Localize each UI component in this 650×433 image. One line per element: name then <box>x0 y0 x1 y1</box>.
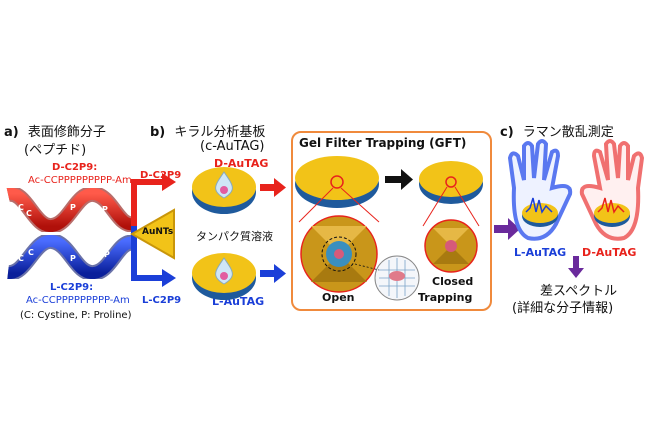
zoom-line <box>298 187 334 223</box>
open-facet <box>311 226 367 254</box>
open-trap-outline <box>321 236 357 272</box>
difference-spectrum-label: 差スペクトル <box>540 284 618 299</box>
panel-b-title: キラル分析基板 <box>174 125 266 140</box>
d-autag-result-label: D-AuTAG <box>582 246 637 259</box>
protein-solution-label: タンパク質溶液 <box>196 230 273 243</box>
detailed-info-label: (詳細な分子情報) <box>512 301 614 316</box>
panel-b-graphics <box>129 167 286 300</box>
panel-b-subtitle: (c-AuTAG) <box>200 139 265 154</box>
gft-zoom-marker-closed <box>445 176 457 188</box>
d-helix-letter: P <box>102 205 108 214</box>
l-autag-result-label: L-AuTAG <box>514 246 567 259</box>
l-c2p9-sequence: Ac-CCPPPPPPPPP-Am <box>26 295 130 306</box>
closed-label: Closed <box>432 275 474 288</box>
zoom-line <box>340 187 380 223</box>
open-label: Open <box>322 291 355 304</box>
closed-protein <box>445 240 457 252</box>
d-helix-letter: C <box>18 203 24 212</box>
panel-a-title: 表面修飾分子 <box>27 125 106 140</box>
open-facet <box>311 254 367 282</box>
gft-graphics <box>295 156 483 301</box>
aunts-triangle <box>129 208 175 260</box>
d-to-gft-arrowhead <box>274 178 286 197</box>
open-protein <box>334 249 344 259</box>
panel-b-heading: b) キラル分析基板 <box>150 121 265 140</box>
l-helix-letter: P <box>104 250 110 259</box>
amino-acid-legend: (C: Cystine, P: Proline) <box>20 310 132 321</box>
trapping-pointer <box>354 263 380 271</box>
trapped-protein <box>389 271 405 281</box>
l-protein-drop <box>215 257 233 285</box>
panel-a-heading: a) 表面修飾分子 <box>4 121 106 140</box>
purple-arrow-body <box>494 225 508 233</box>
purple-arrowhead <box>508 218 520 240</box>
gft-small-disk <box>419 161 483 197</box>
l-helix-letter: C <box>18 254 24 263</box>
trapping-label: Trapping <box>418 291 473 304</box>
raman-hands <box>507 139 645 241</box>
d-helix-ribbon: C C P P <box>6 188 136 232</box>
l-helix-letter: C <box>28 248 34 257</box>
l-helix-letter: P <box>70 254 76 263</box>
blue-route-arrow <box>131 226 162 281</box>
panel-c-heading: c) ラマン散乱測定 <box>500 121 614 140</box>
l-c2p9-arrow-label: L-C2P9 <box>142 295 182 306</box>
l-c2p9-name: L-C2P9: <box>50 282 94 293</box>
difference-arrowhead <box>568 268 584 278</box>
aunts-label: AuNTs <box>142 227 174 237</box>
red-arrowhead <box>162 173 176 191</box>
blue-arrowhead <box>162 269 176 287</box>
l-to-gft-arrowhead <box>274 264 286 283</box>
d-to-gft-arrow-body <box>260 184 274 191</box>
panel-c-title: ラマン散乱測定 <box>522 125 614 140</box>
d-autag-label: D-AuTAG <box>214 157 269 170</box>
d-c2p9-sequence: Ac-CCPPPPPPPPP-Am <box>28 175 132 186</box>
l-protein-dot <box>220 272 228 280</box>
d-spectrum-icon <box>597 197 625 214</box>
d-c2p9-arrow-label: D-C2P9 <box>140 170 182 181</box>
d-protein-dot <box>220 186 228 194</box>
closed-facet <box>433 246 469 264</box>
difference-arrow <box>568 256 584 278</box>
panel-a-subtitle: (ペプチド) <box>24 143 87 158</box>
difference-arrow-body <box>573 256 579 268</box>
l-helix-ribbon: C C P P <box>7 235 136 279</box>
panel-c-letter: c) <box>500 125 514 140</box>
gft-large-disk <box>295 156 379 200</box>
zoom-line <box>454 186 480 227</box>
d-helix-letter: P <box>70 203 76 212</box>
l-to-gft-arrow-body <box>260 270 274 277</box>
zoom-line <box>422 186 448 227</box>
gft-zoom-marker-open <box>330 175 344 189</box>
d-c2p9-name: D-C2P9: <box>52 162 98 173</box>
panel-b-letter: b) <box>150 125 166 140</box>
d-helix-letter: C <box>26 209 32 218</box>
gft-step-arrow-body <box>385 176 401 183</box>
d-protein-drop <box>215 171 233 199</box>
gft-to-raman-arrow <box>494 218 520 240</box>
closed-facet <box>433 228 469 246</box>
gft-box <box>291 131 492 311</box>
gft-step-arrowhead <box>401 169 413 190</box>
panel-a-letter: a) <box>4 125 19 140</box>
gft-title: Gel Filter Trapping (GFT) <box>299 136 467 150</box>
l-spectrum-icon <box>525 197 553 214</box>
